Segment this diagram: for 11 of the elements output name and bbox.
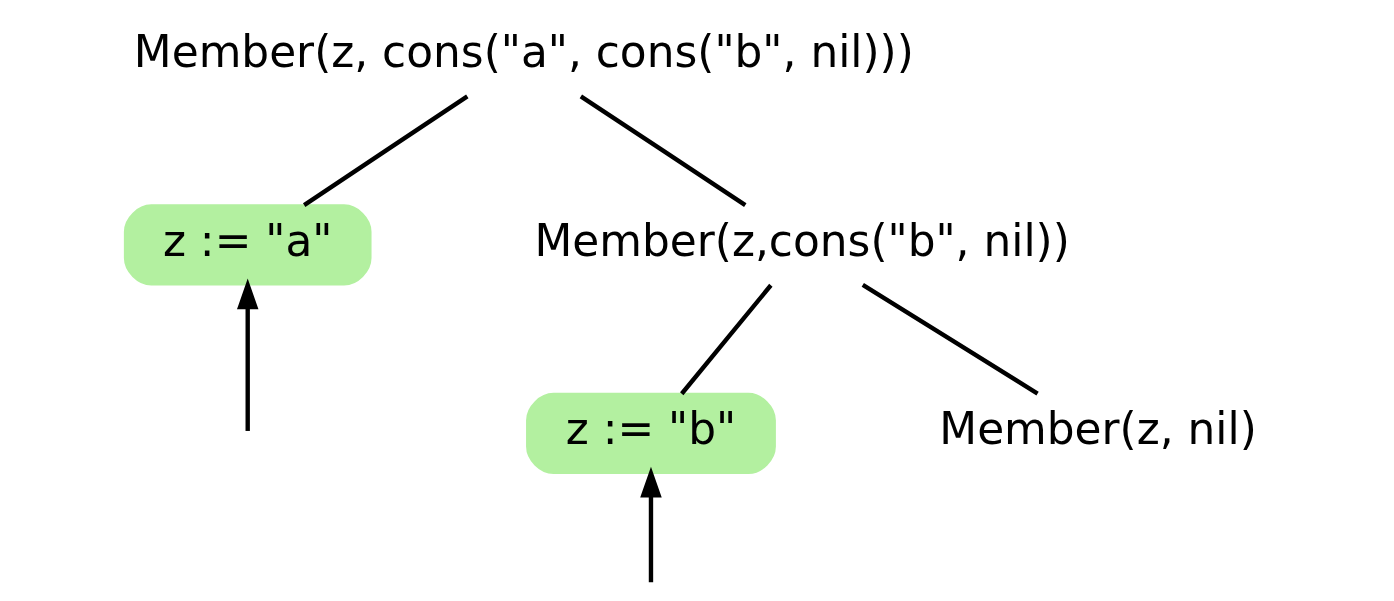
arrow (640, 466, 662, 583)
node-box: z := "a" (123, 204, 372, 286)
node-text: Member(z, cons("a", cons("b", nil))) (133, 26, 914, 78)
connector (302, 94, 469, 207)
node-text: Member(z, nil) (939, 403, 1257, 455)
arrow (236, 278, 259, 431)
connector (579, 94, 747, 207)
connector (680, 283, 773, 396)
connector (861, 282, 1039, 396)
node-text: Member(z,cons("b", nil)) (534, 214, 1070, 266)
node-box: z := "b" (526, 392, 776, 474)
